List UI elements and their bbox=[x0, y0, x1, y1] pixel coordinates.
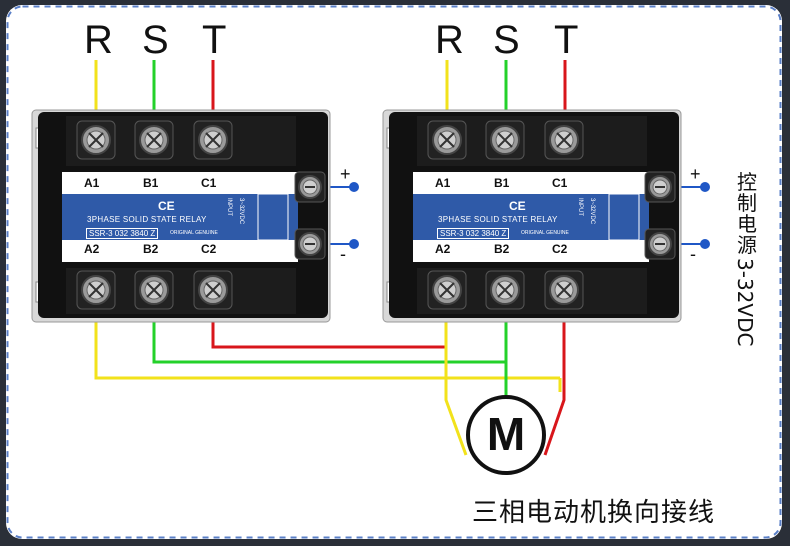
left-relay-bottom-screw-1 bbox=[76, 270, 116, 310]
left-relay-input-label: INPUT bbox=[226, 198, 232, 216]
control-power-char-1: 控 bbox=[737, 170, 757, 194]
right-relay bbox=[382, 109, 682, 323]
phase-label-left-R: R bbox=[84, 18, 113, 62]
left-relay-genuine: ORIGINAL GENUINE bbox=[170, 230, 218, 236]
phase-label-right-R: R bbox=[435, 18, 464, 62]
control-power-char-4: 源 bbox=[737, 233, 757, 257]
left-relay bbox=[31, 109, 331, 323]
right-relay-top-screw-1 bbox=[427, 120, 467, 160]
left-relay-terminal-C2: C2 bbox=[201, 242, 217, 256]
control-power-voltage: 3-32VDC bbox=[733, 258, 757, 347]
right-relay-terminal-C1: C1 bbox=[552, 176, 568, 190]
control-terminal-dot-left-plus bbox=[349, 182, 359, 192]
phase-label-right-S: S bbox=[493, 18, 520, 62]
left-relay-terminal-A1: A1 bbox=[84, 176, 100, 190]
left-relay-ce-mark: CE bbox=[158, 199, 175, 213]
control-power-char-2: 制 bbox=[737, 191, 757, 215]
left-relay-terminal-B2: B2 bbox=[143, 242, 159, 256]
right-relay-model: SSR-3 032 3840 Z bbox=[437, 228, 510, 239]
right-relay-title: 3PHASE SOLID STATE RELAY bbox=[438, 215, 558, 224]
right-control-plus: + bbox=[690, 164, 701, 184]
control-terminal-dot-right-plus bbox=[700, 182, 710, 192]
left-relay-terminal-A2: A2 bbox=[84, 242, 100, 256]
right-relay-input-range: 3~32VDC bbox=[589, 198, 595, 225]
control-terminal-dot-right-minus bbox=[700, 239, 710, 249]
right-relay-terminal-A1: A1 bbox=[435, 176, 451, 190]
wire-right-A2-out bbox=[444, 298, 468, 456]
left-relay-control-screw-minus bbox=[294, 228, 326, 260]
phase-label-right-T: T bbox=[554, 18, 579, 62]
left-relay-top-screw-3 bbox=[193, 120, 233, 160]
phase-label-left-S: S bbox=[142, 18, 169, 62]
right-relay-terminal-A2: A2 bbox=[435, 242, 451, 256]
motor-symbol bbox=[466, 395, 546, 475]
right-relay-terminal-B2: B2 bbox=[494, 242, 510, 256]
left-relay-terminal-C1: C1 bbox=[201, 176, 217, 190]
control-terminal-dot-left-minus bbox=[349, 239, 359, 249]
left-relay-bottom-screw-3 bbox=[193, 270, 233, 310]
left-relay-model: SSR-3 032 3840 Z bbox=[86, 228, 159, 239]
right-relay-control-screw-minus bbox=[644, 228, 676, 260]
right-relay-ce-mark: CE bbox=[509, 199, 526, 213]
right-relay-top-screw-2 bbox=[485, 120, 525, 160]
left-relay-input-range: 3~32VDC bbox=[238, 198, 244, 225]
left-relay-bottom-screw-2 bbox=[134, 270, 174, 310]
left-relay-top-screw-1 bbox=[76, 120, 116, 160]
control-power-label: 控 制 电 源 3-32VDC bbox=[733, 170, 760, 347]
diagram-caption: 三相电动机换向接线 bbox=[472, 498, 716, 528]
left-relay-top-screw-2 bbox=[134, 120, 174, 160]
right-relay-bottom-screw-2 bbox=[485, 270, 525, 310]
right-relay-genuine: ORIGINAL GENUINE bbox=[521, 230, 569, 236]
wire-right-C2-out bbox=[543, 298, 566, 456]
phase-label-left-T: T bbox=[202, 18, 227, 62]
right-relay-bottom-screw-1 bbox=[427, 270, 467, 310]
right-relay-top-screw-3 bbox=[544, 120, 584, 160]
left-relay-control-screw-plus bbox=[294, 171, 326, 203]
left-relay-title: 3PHASE SOLID STATE RELAY bbox=[87, 215, 207, 224]
left-relay-terminal-B1: B1 bbox=[143, 176, 159, 190]
right-relay-control-screw-plus bbox=[644, 171, 676, 203]
left-control-minus: - bbox=[340, 244, 346, 264]
right-relay-terminal-B1: B1 bbox=[494, 176, 510, 190]
right-relay-bottom-screw-3 bbox=[544, 270, 584, 310]
left-control-plus: + bbox=[340, 164, 351, 184]
right-relay-terminal-C2: C2 bbox=[552, 242, 568, 256]
control-power-char-3: 电 bbox=[737, 212, 757, 236]
wire-left-A2-out bbox=[94, 298, 560, 380]
right-control-minus: - bbox=[690, 244, 696, 264]
right-relay-input-label: INPUT bbox=[577, 198, 583, 216]
motor-letter: M bbox=[486, 408, 526, 460]
